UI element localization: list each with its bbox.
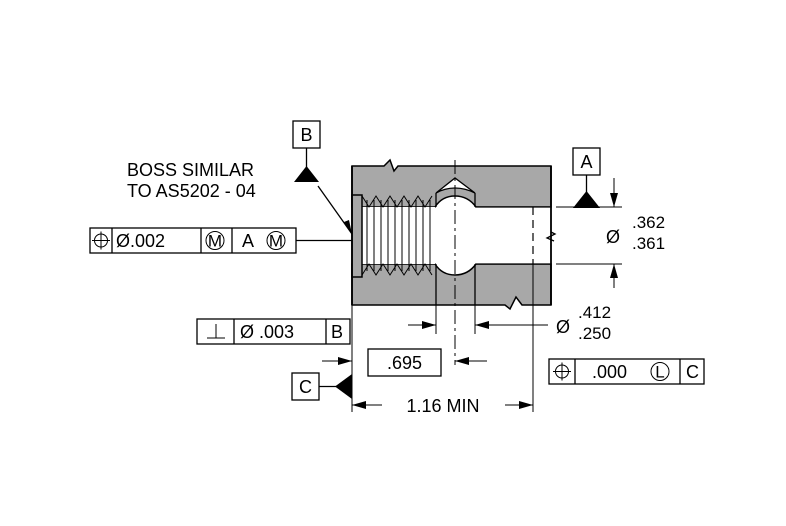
- boss-note-line2: TO AS5202 - 04: [127, 181, 256, 201]
- hole-diameter-dimension: Ø .412 .250: [408, 303, 611, 343]
- fcf-perpendicularity: Ø .003 B: [196, 318, 351, 345]
- thread-crests: [361, 195, 433, 276]
- mmc-circle-icon: [205, 231, 225, 250]
- datum-c-feature: C: [291, 372, 352, 401]
- basic-695-value: .695: [387, 353, 422, 373]
- bore-diameter-symbol: Ø: [606, 227, 620, 247]
- bore-diameter-upper: .362: [632, 213, 665, 232]
- lmc-circle-icon: [650, 362, 670, 381]
- min-depth-value: 1.16 MIN: [406, 396, 479, 416]
- boss-note-line1: BOSS SIMILAR: [127, 160, 254, 180]
- fcf-bore-position: .000 L C: [548, 358, 705, 385]
- datum-c-letter: C: [299, 377, 312, 397]
- position-icon: [92, 231, 110, 250]
- bottom-wall: [351, 263, 552, 311]
- datum-b-letter: B: [300, 125, 312, 145]
- position-icon-2: [553, 362, 571, 381]
- bore-diameter-dimension: Ø .362 .361: [556, 178, 665, 288]
- hole-diameter-lower: .250: [578, 324, 611, 343]
- hole-diameter-upper: .412: [578, 303, 611, 322]
- hole-diameter-symbol: Ø: [556, 317, 570, 337]
- boss-left-wall: [351, 194, 363, 278]
- fcf3-datum: C: [686, 362, 699, 382]
- part-section: [351, 158, 557, 365]
- fcf3-modifier: L: [655, 363, 664, 382]
- break-mark: [545, 231, 557, 242]
- datum-a-feature: A: [572, 147, 601, 208]
- perpendicularity-icon: [207, 324, 225, 339]
- min-depth-dimension: 1.16 MIN: [352, 264, 534, 416]
- fcf1-datum-modifier: M: [269, 232, 283, 251]
- fcf1-datum: A: [242, 231, 254, 251]
- cross-hole: [435, 193, 476, 305]
- fcf1-tolerance: Ø.002: [116, 231, 165, 251]
- datum-b-feature: B: [292, 120, 321, 182]
- thread-bore: [362, 207, 435, 264]
- fcf1-modifier: M: [208, 232, 222, 251]
- datum-mmc-circle-icon: [266, 231, 286, 250]
- datum-a-letter: A: [580, 152, 592, 172]
- fcf3-tolerance: .000: [592, 362, 627, 382]
- basic-dimension-695: .695: [322, 305, 487, 412]
- fcf-thread-position: Ø.002 M A M: [89, 227, 297, 254]
- bore-passage: [476, 207, 551, 264]
- boss-leader: [317, 185, 353, 235]
- fcf2-tolerance: Ø .003: [240, 322, 294, 342]
- bore-diameter-lower: .361: [632, 234, 665, 253]
- boss-note: BOSS SIMILAR TO AS5202 - 04: [127, 160, 256, 201]
- fcf2-datum: B: [331, 322, 343, 342]
